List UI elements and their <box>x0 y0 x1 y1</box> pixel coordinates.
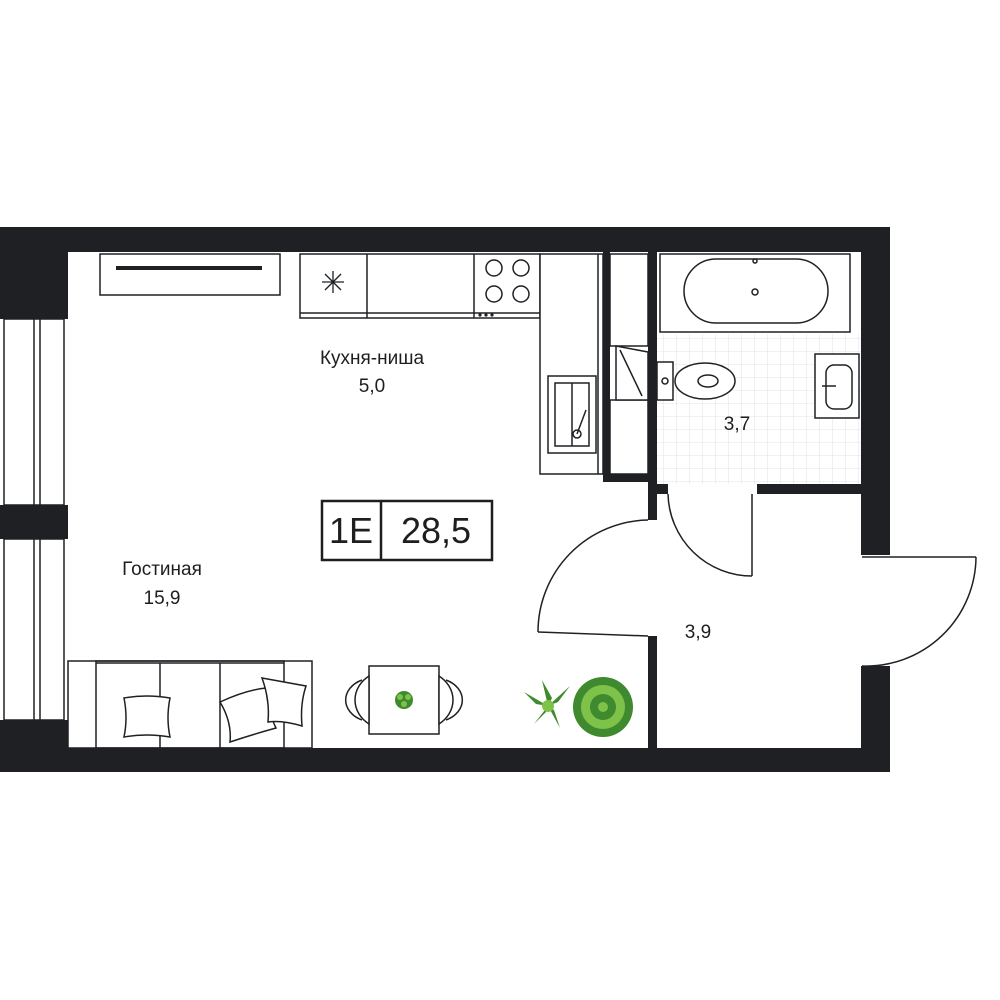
kitchen-sink-icon <box>547 375 597 454</box>
room-name-kitchen: Кухня-ниша <box>320 348 425 369</box>
sink-icon <box>814 353 860 419</box>
room-area-bathroom: 3,7 <box>724 414 750 435</box>
plant-icon <box>524 677 633 737</box>
fridge-icon <box>322 271 344 293</box>
radiator-icon <box>99 253 281 296</box>
chair-icon <box>344 674 464 726</box>
pillow-icon <box>123 677 307 744</box>
apartment-badge: 1E 28,5 <box>320 499 494 562</box>
stove-icon <box>478 259 530 317</box>
dining-table-icon <box>368 665 440 735</box>
door-swing-icon <box>537 493 977 667</box>
room-area-hallway: 3,9 <box>685 622 711 643</box>
plant-icon <box>395 691 413 709</box>
window-icon <box>3 318 65 721</box>
room-name-living: Гостиная <box>122 559 202 580</box>
walls <box>0 227 890 772</box>
bathroom-cabinet <box>609 253 649 475</box>
bathtub-icon <box>659 253 851 333</box>
toilet-icon <box>656 361 736 401</box>
room-area-kitchen: 5,0 <box>359 376 385 397</box>
room-area-living: 15,9 <box>144 588 181 609</box>
apartment-type-code: 1E <box>329 510 373 551</box>
apartment-total-area: 28,5 <box>401 510 471 551</box>
